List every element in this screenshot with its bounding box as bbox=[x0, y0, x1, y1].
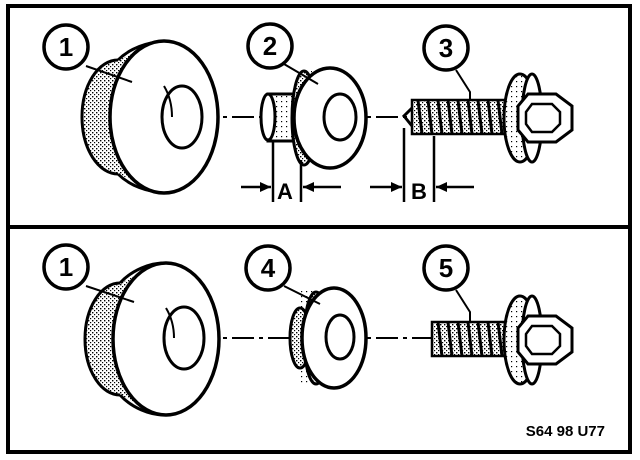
callout-4-bottom: 4 bbox=[244, 244, 321, 305]
callout-5-bottom-label: 5 bbox=[439, 253, 453, 283]
callout-2-top: 2 bbox=[246, 22, 319, 85]
callout-5-bottom: 5 bbox=[422, 244, 471, 322]
callout-1-top-label: 1 bbox=[59, 32, 73, 62]
top-panel bbox=[80, 39, 574, 202]
dimension-a bbox=[241, 140, 341, 202]
callout-4-bottom-label: 4 bbox=[261, 253, 276, 283]
bushing-part-1 bbox=[80, 39, 220, 195]
bushing-part-1 bbox=[83, 261, 221, 417]
callout-1-bottom-label: 1 bbox=[59, 252, 73, 282]
callout-1-top: 1 bbox=[42, 23, 133, 83]
dimension-a-label: A bbox=[277, 179, 293, 204]
callout-2-top-label: 2 bbox=[263, 31, 277, 61]
bolt-part-3 bbox=[401, 72, 574, 164]
dimension-b bbox=[370, 128, 474, 202]
sleeve-part-4 bbox=[288, 286, 368, 390]
callout-3-top-label: 3 bbox=[439, 33, 453, 63]
figure-code: S64 98 U77 bbox=[526, 423, 605, 440]
sleeve-part-2 bbox=[259, 66, 368, 170]
dimension-b-label: B bbox=[411, 179, 427, 204]
bottom-panel bbox=[83, 261, 574, 417]
callout-1-bottom: 1 bbox=[42, 243, 135, 303]
callout-3-top: 3 bbox=[422, 24, 471, 100]
bolt-part-5 bbox=[430, 294, 574, 386]
